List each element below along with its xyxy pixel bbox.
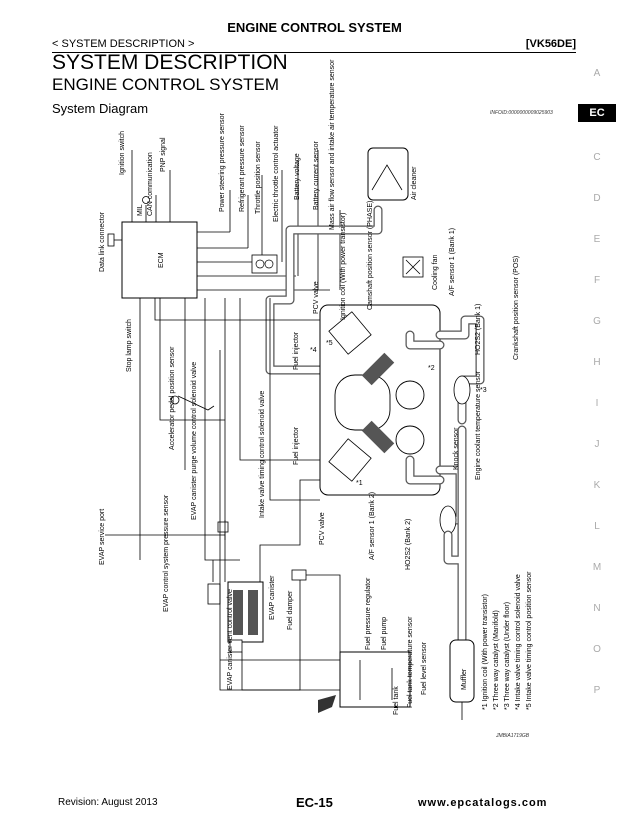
index-letter[interactable]: G bbox=[593, 316, 601, 327]
accelerator-pedal-icon bbox=[170, 395, 180, 405]
evap-service-port-label: EVAP service port bbox=[99, 509, 106, 565]
breadcrumb[interactable]: < SYSTEM DESCRIPTION > bbox=[52, 38, 195, 50]
fuel-injector-label: Fuel injector bbox=[293, 331, 300, 370]
note-4: *4 Intake valve timing control solenoid … bbox=[515, 574, 522, 710]
fuel-level-label: Fuel level sensor bbox=[421, 641, 428, 695]
ivt-valve-label: Intake valve timing control solenoid val… bbox=[259, 391, 266, 518]
index-letter[interactable]: A bbox=[593, 68, 601, 79]
evap-purge-valve-icon bbox=[217, 521, 229, 533]
ho2s2-b2-label: HO2S2 (Bank 2) bbox=[405, 519, 412, 570]
maf-label: Mass air flow sensor and intake air temp… bbox=[329, 59, 336, 230]
fuel-damper-label: Fuel damper bbox=[287, 590, 294, 630]
note-1: *1 Ignition coil (With power transistor) bbox=[482, 594, 489, 710]
ps-sensor-label: Power steering pressure sensor bbox=[219, 113, 226, 212]
knock-sensor-label: Knock sensor bbox=[453, 427, 460, 470]
throttle-body bbox=[251, 254, 278, 274]
three-way-catalyst-icon bbox=[453, 375, 471, 405]
ftt-sensor-label: Fuel tank temperature sensor bbox=[407, 616, 414, 708]
info-id: INFOID:0000000009025903 bbox=[490, 110, 553, 116]
mil-label: MIL bbox=[137, 204, 144, 216]
ignition-coil-label: Ignition coil (With power transistor) bbox=[340, 213, 347, 320]
figure-id: JMBIA1719GB bbox=[496, 733, 530, 739]
ecm-box bbox=[121, 221, 198, 299]
fuel-pump-label: Fuel pump bbox=[381, 617, 388, 650]
marker-label: *1 bbox=[356, 480, 363, 487]
note-2: *2 Three way catalyst (Manifold) bbox=[493, 610, 500, 710]
subsection-title: ENGINE CONTROL SYSTEM bbox=[52, 75, 280, 94]
app-sensor-label: Accelerator pedal position sensor bbox=[169, 346, 176, 450]
air-cleaner-label: Air cleaner bbox=[411, 166, 418, 200]
ckp-sensor-label: Crankshaft position sensor (POS) bbox=[513, 256, 520, 360]
af-sensor-b2-label: A/F sensor 1 (Bank 2) bbox=[369, 492, 376, 560]
index-letter[interactable]: P bbox=[593, 685, 601, 696]
dlc-label: Data link connector bbox=[99, 211, 106, 272]
index-letter[interactable]: H bbox=[593, 357, 601, 368]
fuel-damper-icon bbox=[291, 569, 307, 581]
ect-sensor-label: Engine coolant temperature sensor bbox=[475, 370, 482, 480]
note-3: *3 Three way catalyst (Under floor) bbox=[504, 602, 511, 710]
tab-ec[interactable]: EC bbox=[578, 104, 616, 122]
ignition-switch-label: Ignition switch bbox=[119, 131, 126, 175]
pcv-valve-label: PCV valve bbox=[319, 512, 326, 545]
marker-label: *5 bbox=[326, 340, 333, 347]
battery-voltage-label: Battery voltage bbox=[294, 153, 301, 200]
index-letter[interactable]: E bbox=[593, 234, 601, 245]
cmp-sensor-label: Camshaft position sensor (PHASE) bbox=[367, 201, 374, 310]
fpr-label: Fuel pressure regulator bbox=[365, 577, 372, 650]
index-letter[interactable]: D bbox=[593, 193, 601, 204]
index-letter[interactable]: M bbox=[592, 562, 602, 573]
ho2s2-b1-label: HO2S2 (Bank 1) bbox=[475, 304, 482, 355]
af-sensor-b1-label: A/F sensor 1 (Bank 1) bbox=[449, 228, 456, 296]
data-link-connector-icon bbox=[107, 233, 115, 247]
header-rule bbox=[52, 52, 576, 53]
diagram-title: System Diagram bbox=[52, 101, 149, 116]
evap-canister-label: EVAP canister bbox=[269, 575, 276, 620]
evap-purge-valve-label: EVAP canister purge volume control solen… bbox=[191, 362, 198, 520]
index-letter[interactable]: N bbox=[593, 603, 601, 614]
index-letter[interactable]: J bbox=[594, 439, 600, 450]
footer-page-number: EC-15 bbox=[296, 795, 333, 810]
air-cleaner-icon bbox=[367, 147, 409, 201]
note-5: *5 Intake valve timing control position … bbox=[526, 571, 533, 710]
fuel-filler-icon bbox=[318, 695, 336, 713]
muffler-label: Muffler bbox=[461, 668, 468, 690]
index-letter[interactable]: I bbox=[595, 398, 599, 409]
evap-pressure-label: EVAP control system pressure sensor bbox=[163, 494, 170, 612]
ecm-label: ECM bbox=[158, 252, 165, 268]
marker-label: *4 bbox=[310, 347, 317, 354]
diagram-notes: *1 Ignition coil (With power transistor)… bbox=[482, 571, 533, 710]
three-way-catalyst-icon bbox=[439, 505, 457, 535]
refrigerant-sensor-label: Refrigerant pressure sensor bbox=[239, 125, 246, 212]
index-letter[interactable]: L bbox=[594, 521, 600, 532]
page-header-title: ENGINE CONTROL SYSTEM bbox=[227, 20, 402, 35]
marker-label: *2 bbox=[428, 365, 435, 372]
evap-vent-label: EVAP canister vent control valve bbox=[227, 589, 234, 690]
marker-label: *3 bbox=[480, 387, 487, 394]
model-code: [VK56DE] bbox=[525, 38, 576, 50]
section-title: SYSTEM DESCRIPTION bbox=[52, 51, 288, 74]
can-label: CAN communication bbox=[147, 152, 154, 216]
battery-current-label: Battery current sensor bbox=[313, 140, 320, 210]
index-letter[interactable]: O bbox=[593, 644, 601, 655]
index-letter[interactable]: C bbox=[593, 152, 601, 163]
tps-label: Throttle position sensor bbox=[255, 141, 262, 214]
mil-lamp-icon bbox=[142, 196, 150, 204]
pnp-signal-label: PNP signal bbox=[160, 137, 167, 172]
evap-pressure-sensor-icon bbox=[207, 583, 221, 605]
footer-watermark: www.epcatalogs.com bbox=[418, 797, 548, 809]
evap-vent-valve-icon bbox=[229, 639, 243, 653]
pcv-valve-label: PCV valve bbox=[313, 281, 320, 314]
index-letter[interactable]: F bbox=[593, 275, 601, 286]
fuel-injector-label: Fuel injector bbox=[293, 426, 300, 465]
cooling-fan-label: Cooling fan bbox=[432, 254, 439, 290]
diagram-labels: Ignition switch MIL CAN communication PN… bbox=[99, 59, 520, 715]
fuel-tank-icon bbox=[339, 651, 411, 708]
footer-revision: Revision: August 2013 bbox=[58, 797, 158, 808]
stop-lamp-label: Stop lamp switch bbox=[126, 319, 133, 372]
index-letter[interactable]: K bbox=[593, 480, 601, 491]
etc-actuator-label: Electric throttle control actuator bbox=[273, 125, 280, 222]
fuel-tank-label: Fuel tank bbox=[393, 686, 400, 715]
